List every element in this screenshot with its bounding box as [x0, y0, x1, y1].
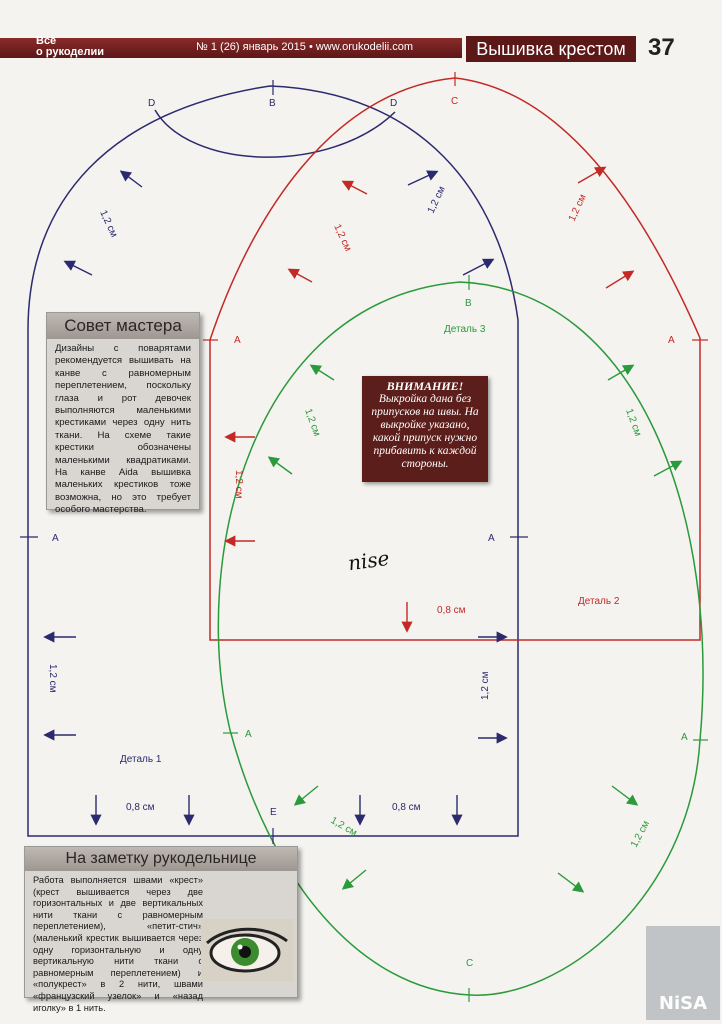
note-box: На заметку рукодельнице Работа выполняет… — [24, 846, 298, 1013]
section-title: Вышивка крестом — [466, 36, 636, 62]
detail-3-arrows — [267, 364, 683, 893]
point-c-label-1: C — [451, 96, 458, 107]
allowance-12-label-4: 1,2 см — [567, 193, 589, 224]
tip-box-text: Дизайны с поварятами рекомендуется вышив… — [55, 343, 191, 516]
detail-1-outline — [27, 85, 519, 837]
detail-3-label: Деталь 3 — [444, 324, 486, 335]
logo-line-2: о рукоделии — [36, 46, 105, 58]
point-a-label-2: A — [488, 533, 495, 544]
pattern-ticks — [20, 72, 708, 1002]
warning-text: Выкройка дана без припусков на швы. На в… — [371, 393, 479, 470]
allowance-12-label-9: 1,2 см — [480, 671, 491, 700]
point-a-label-1: A — [52, 533, 59, 544]
point-a-label-3: A — [234, 335, 241, 346]
allowance-12-label-6: 1,2 см — [233, 470, 244, 499]
detail-2-arrows — [224, 166, 635, 633]
allowance-08-label-1: 0,8 см — [126, 802, 155, 813]
point-e-label: E — [270, 807, 277, 818]
allowance-12-label-2: 1,2 см — [331, 223, 353, 254]
magazine-logo: Всё о рукоделии — [36, 36, 104, 58]
point-a-label-6: A — [681, 732, 688, 743]
point-a-label-4: A — [668, 335, 675, 346]
tip-box: Совет мастера Дизайны с поварятами реком… — [46, 312, 200, 515]
allowance-12-label-11: 1,2 см — [629, 819, 652, 849]
logo-line-1: Всё — [36, 35, 57, 47]
eye-embroidery-image — [201, 919, 293, 981]
tip-box-title: Совет мастера — [47, 313, 199, 339]
allowance-12-label-5: 1,2 см — [302, 407, 322, 438]
allowance-12-label-7: 1,2 см — [623, 407, 643, 438]
point-a-label-5: A — [245, 729, 252, 740]
header-bar — [0, 38, 462, 58]
point-b-label-2: B — [465, 298, 472, 309]
allowance-12-label-8: 1,2 см — [47, 664, 58, 693]
watermark-logo: NiSA — [646, 926, 720, 1020]
detail-2-outline — [209, 77, 701, 641]
watermark-text: NiSA — [658, 993, 708, 1014]
note-box-title: На заметку рукодельнице — [25, 847, 297, 871]
handwritten-signature: nise — [347, 546, 391, 576]
allowance-08-label-2: 0,8 см — [392, 802, 421, 813]
point-b-label-1: B — [269, 98, 276, 109]
point-c-label-2: C — [466, 958, 473, 969]
note-box-text: Работа выполняется швами «крест» (крест … — [33, 875, 203, 1013]
allowance-08-label-3: 0,8 см — [437, 605, 466, 616]
detail-1-arrows — [43, 170, 508, 826]
allowance-12-label-3: 1,2 см — [426, 185, 448, 216]
detail-1-label: Деталь 1 — [120, 754, 162, 765]
warning-box: ВНИМАНИЕ! Выкройка дана без припусков на… — [362, 376, 488, 482]
page-number: 37 — [648, 34, 675, 61]
detail-2-label: Деталь 2 — [578, 596, 620, 607]
point-d-label-2: D — [390, 98, 397, 109]
point-d-label-1: D — [148, 98, 155, 109]
detail-3-outline — [217, 281, 704, 996]
allowance-12-label-1: 1,2 см — [97, 209, 119, 240]
warning-title: ВНИМАНИЕ! — [386, 379, 464, 393]
issue-info: № 1 (26) январь 2015 • www.orukodelii.co… — [196, 41, 414, 53]
